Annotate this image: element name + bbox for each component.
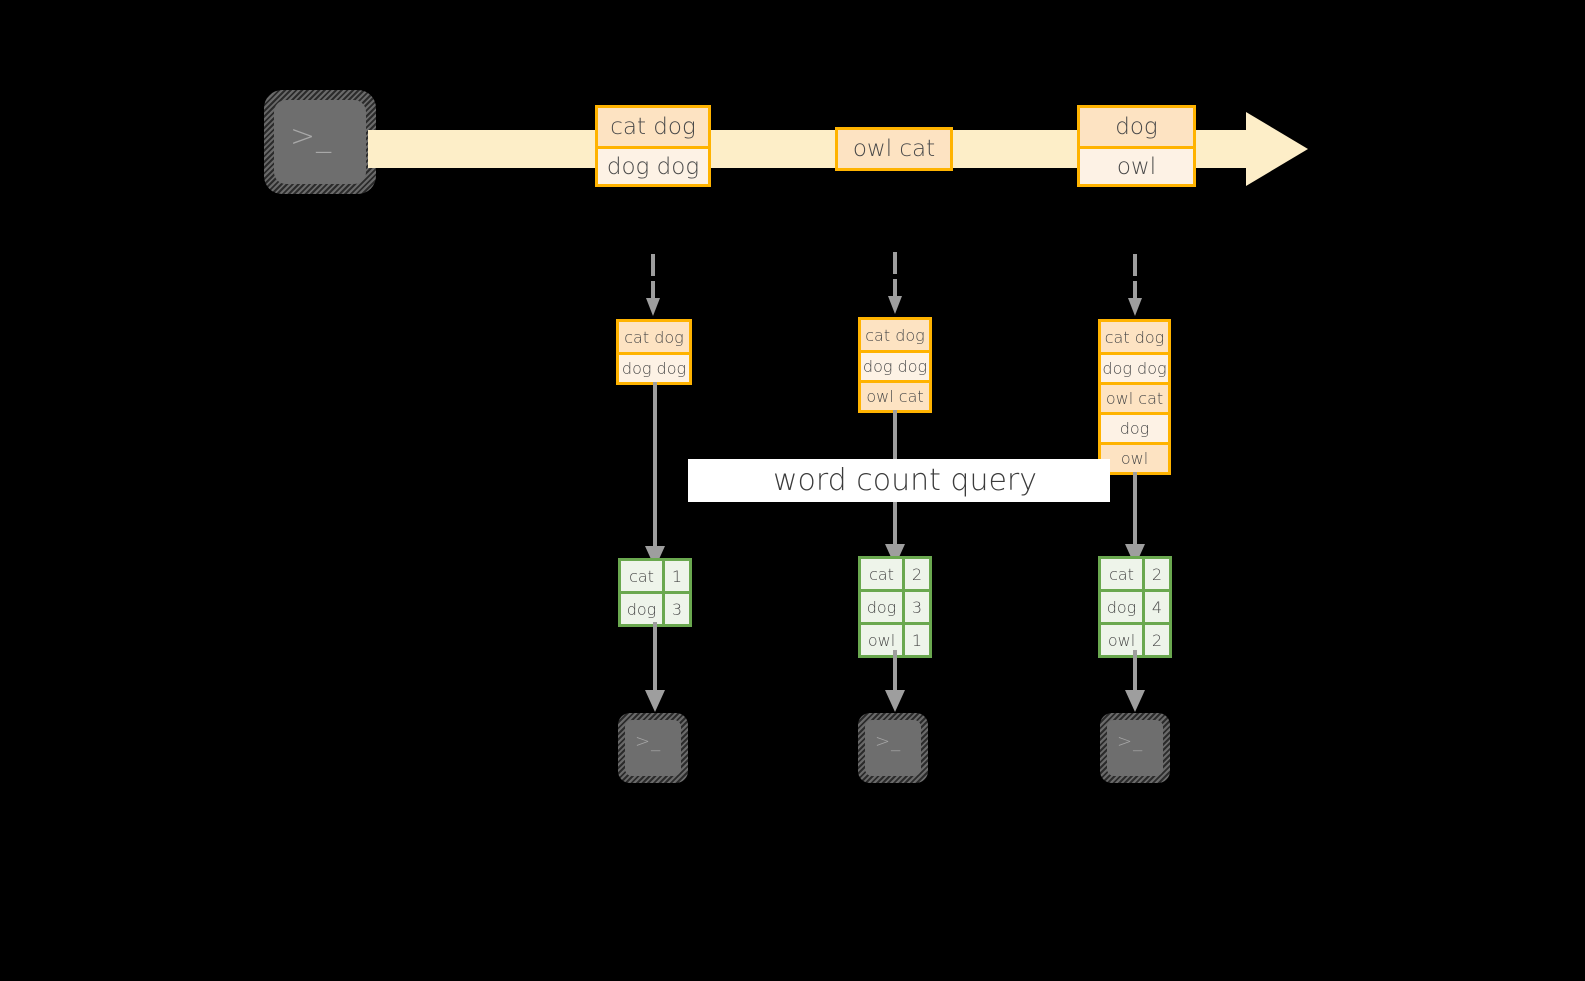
query-arrow (645, 382, 665, 570)
result-word: dog (1101, 592, 1145, 622)
query-arrow-line (1133, 472, 1137, 546)
table-row: cat 2 (1101, 559, 1169, 589)
feed-arrow (646, 254, 660, 316)
sink-terminal-wrapper: >_ (618, 713, 688, 783)
terminal-prompt-glyph: >_ (1117, 731, 1144, 752)
feed-arrow-head (646, 298, 660, 316)
feed-arrow (888, 252, 902, 314)
buffer-message: owl (1101, 442, 1168, 472)
feed-arrow-head (1128, 298, 1142, 316)
result-word: cat (861, 559, 905, 589)
output-arrow-line (893, 650, 897, 692)
result-count: 2 (905, 559, 929, 589)
buffer-message: owl cat (861, 380, 929, 410)
result-count: 2 (1145, 559, 1169, 589)
buffer-message: dog dog (619, 352, 689, 382)
query-label-band: word count query (688, 459, 1110, 502)
sink-terminal-wrapper: >_ (1100, 713, 1170, 783)
output-arrow-line (653, 622, 657, 692)
result-table: cat 1 dog 3 (618, 558, 692, 627)
feed-arrow-dash (1133, 254, 1137, 276)
buffer-message: dog dog (861, 350, 929, 380)
output-arrow (885, 650, 905, 714)
sink-terminal-icon: >_ (1100, 713, 1170, 783)
stream-message: dog dog (598, 146, 708, 184)
sink-terminal-icon: >_ (618, 713, 688, 783)
output-arrow-head (645, 690, 665, 712)
sink-terminal-icon: >_ (858, 713, 928, 783)
terminal-screen: >_ (274, 100, 366, 184)
feed-arrow-dash (651, 254, 655, 276)
result-count: 3 (665, 594, 689, 624)
output-arrow-head (1125, 690, 1145, 712)
terminal-prompt-glyph: >_ (635, 731, 662, 752)
feed-arrow-line (1133, 281, 1137, 302)
table-row: cat 1 (621, 561, 689, 591)
feed-arrow (1128, 254, 1142, 316)
stream-message-group: cat dog dog dog (595, 105, 711, 187)
result-count: 2 (1145, 625, 1169, 655)
output-arrow-line (1133, 650, 1137, 692)
result-word: owl (861, 625, 905, 655)
terminal-prompt-glyph: >_ (875, 731, 902, 752)
result-count: 1 (665, 561, 689, 591)
query-arrow-line (653, 382, 657, 548)
terminal-screen: >_ (625, 720, 681, 776)
stream-message-group: dog owl (1077, 105, 1196, 187)
terminal-screen: >_ (865, 720, 921, 776)
result-count: 3 (905, 592, 929, 622)
source-terminal-icon: >_ (264, 90, 376, 194)
output-arrow (645, 622, 665, 714)
feed-arrow-line (893, 279, 897, 300)
buffer-stack: cat dog dog dog owl cat (858, 317, 932, 413)
feed-arrow-dash (893, 252, 897, 274)
stream-message: owl (1080, 146, 1193, 184)
result-count: 1 (905, 625, 929, 655)
output-arrow-head (885, 690, 905, 712)
table-row: dog 3 (861, 589, 929, 622)
table-row: cat 2 (861, 559, 929, 589)
terminal-prompt-glyph: >_ (290, 119, 333, 154)
result-table: cat 2 dog 4 owl 2 (1098, 556, 1172, 658)
buffer-message: owl cat (1101, 382, 1168, 412)
query-label: word count query (772, 463, 1038, 498)
terminal-screen: >_ (1107, 720, 1163, 776)
feed-arrow-line (651, 281, 655, 302)
buffer-stack: cat dog dog dog owl cat dog owl (1098, 319, 1171, 475)
output-arrow (1125, 650, 1145, 714)
result-word: owl (1101, 625, 1145, 655)
stream-message: dog (1080, 108, 1193, 146)
sink-terminal-wrapper: >_ (858, 713, 928, 783)
stream-message: owl cat (838, 130, 950, 168)
result-word: cat (1101, 559, 1145, 589)
result-word: cat (621, 561, 665, 591)
buffer-stack: cat dog dog dog (616, 319, 692, 385)
table-row: owl 2 (1101, 622, 1169, 655)
query-arrow (1125, 472, 1145, 568)
result-word: dog (861, 592, 905, 622)
buffer-message: cat dog (619, 322, 689, 352)
table-row: owl 1 (861, 622, 929, 655)
stream-message: cat dog (598, 108, 708, 146)
buffer-message: cat dog (1101, 322, 1168, 352)
buffer-message: dog dog (1101, 352, 1168, 382)
buffer-message: dog (1101, 412, 1168, 442)
result-count: 4 (1145, 592, 1169, 622)
table-row: dog 3 (621, 591, 689, 624)
feed-arrow-head (888, 296, 902, 314)
stream-message-group: owl cat (835, 127, 953, 171)
result-word: dog (621, 594, 665, 624)
table-row: dog 4 (1101, 589, 1169, 622)
stream-arrow-head (1246, 112, 1308, 186)
buffer-message: cat dog (861, 320, 929, 350)
result-table: cat 2 dog 3 owl 1 (858, 556, 932, 658)
